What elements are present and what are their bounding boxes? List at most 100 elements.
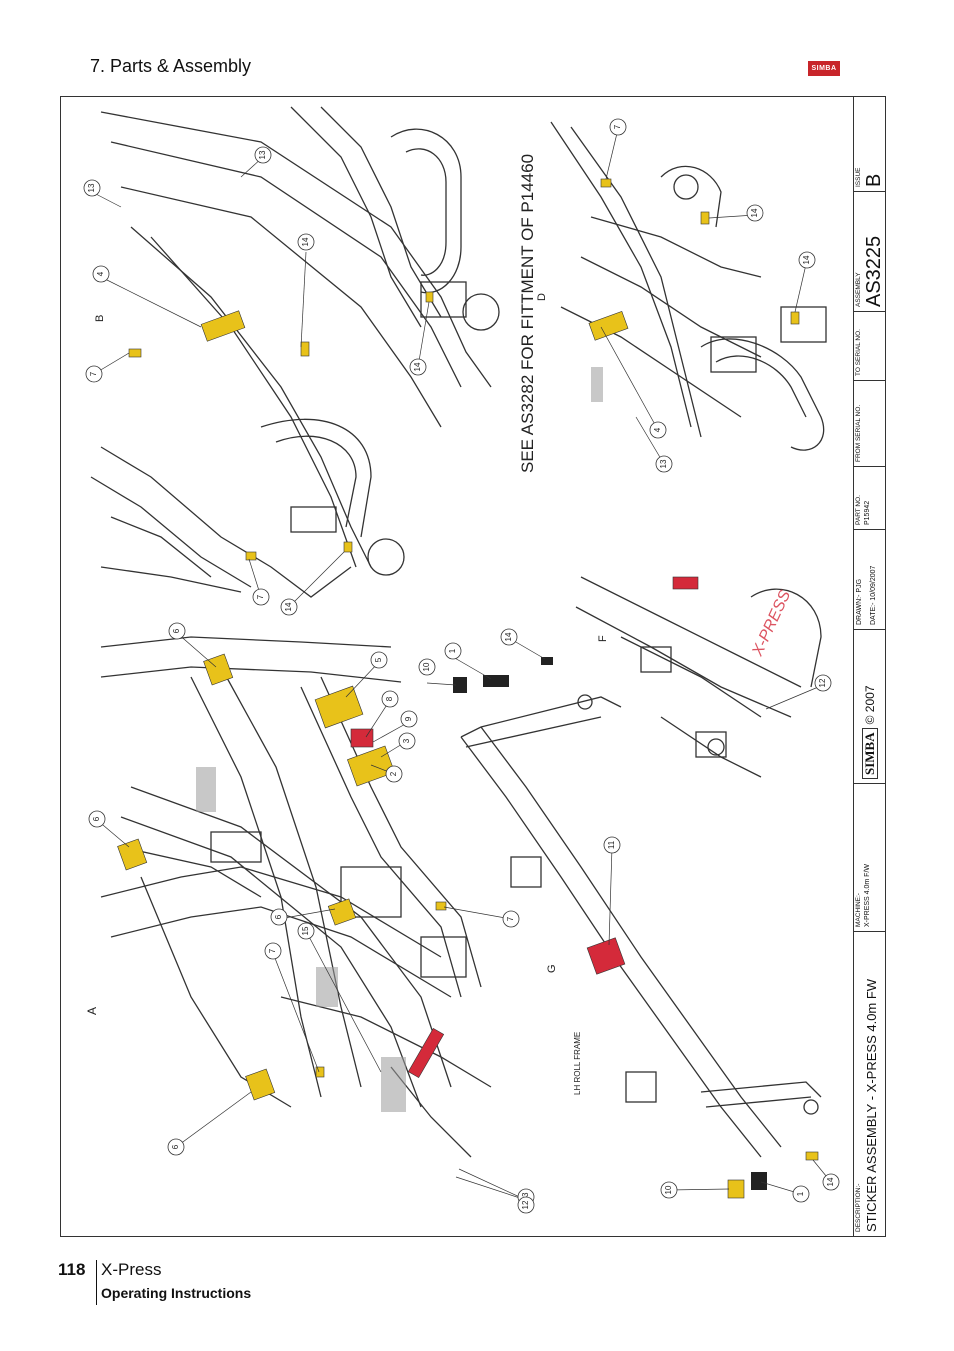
callout-circle bbox=[517, 1196, 535, 1214]
issue-value: B bbox=[863, 173, 885, 187]
callout-number: 14 bbox=[301, 237, 310, 246]
callout-circle bbox=[409, 358, 427, 376]
callout-number: 10 bbox=[664, 1185, 673, 1194]
copyright: © 2007 bbox=[863, 685, 877, 725]
callout-circle bbox=[385, 765, 403, 783]
callout-number: 14 bbox=[504, 632, 513, 641]
callout-number: 14 bbox=[802, 255, 811, 264]
callout-group: 1313471414714714144136510189326141176157… bbox=[83, 118, 840, 1214]
callout-circle bbox=[297, 922, 315, 940]
callout-circle bbox=[400, 710, 418, 728]
callout-number: 6 bbox=[171, 1144, 180, 1149]
callout-number: 7 bbox=[268, 948, 277, 953]
callout-circle bbox=[280, 598, 298, 616]
machine-value: X-PRESS 4.0m F/W bbox=[864, 863, 871, 927]
callout-number: 3 bbox=[402, 738, 411, 743]
callout-number: 12 bbox=[521, 1200, 530, 1209]
view-label-a: A bbox=[85, 1007, 99, 1015]
callout-circle bbox=[798, 251, 816, 269]
callout-circle bbox=[83, 179, 101, 197]
to-serial-cell: TO SERIAL NO. bbox=[854, 311, 886, 380]
callout-number: 8 bbox=[385, 696, 394, 701]
date-label: DATE:- bbox=[870, 602, 877, 625]
callout-circle bbox=[822, 1173, 840, 1191]
part-no-value: P15942 bbox=[864, 500, 871, 525]
description-value: STICKER ASSEMBLY - X-PRESS 4.0m FW bbox=[864, 978, 879, 1232]
callout-number: 13 bbox=[87, 183, 96, 192]
callout-number: 6 bbox=[172, 628, 181, 633]
title-block: DESCRIPTION:- STICKER ASSEMBLY - X-PRESS… bbox=[853, 97, 886, 1236]
callout-number: 9 bbox=[404, 716, 413, 721]
callout-number: 14 bbox=[750, 208, 759, 217]
callout-number: 14 bbox=[826, 1177, 835, 1186]
machine-cell: MACHINE:- X-PRESS 4.0m F/W bbox=[854, 783, 886, 931]
part-no-label: PART NO. bbox=[855, 495, 862, 525]
callout-number: 4 bbox=[653, 427, 662, 432]
xpress-decal-text: X-PRESS bbox=[749, 588, 795, 660]
exploded-parts-drawing: 1313471414714714144136510189326141176157… bbox=[83, 106, 840, 1214]
from-serial-label: FROM SERIAL NO. bbox=[855, 404, 862, 462]
callout-circle bbox=[88, 810, 106, 828]
issue-label: ISSUE bbox=[855, 167, 862, 187]
simba-logo: SIMBA bbox=[808, 61, 840, 76]
part-no-cell: PART NO. P15942 bbox=[854, 466, 886, 529]
callout-number: 6 bbox=[274, 914, 283, 919]
machine-label: MACHINE:- bbox=[855, 893, 862, 927]
lh-roll-frame-label: LH ROLL FRAME bbox=[573, 1032, 582, 1095]
callout-circle bbox=[814, 674, 832, 692]
callout-number: 7 bbox=[256, 594, 265, 599]
callout-number: 12 bbox=[818, 678, 827, 687]
assembly-value: AS3225 bbox=[863, 235, 885, 307]
callout-number: 4 bbox=[96, 271, 105, 276]
callout-circle bbox=[660, 1181, 678, 1199]
callout-circle bbox=[85, 365, 103, 383]
callout-circle bbox=[609, 118, 627, 136]
callout-circle bbox=[92, 265, 110, 283]
issue-cell: ISSUE B bbox=[854, 97, 886, 191]
callout-number: 7 bbox=[89, 371, 98, 376]
callout-circle bbox=[792, 1185, 810, 1203]
callout-circle bbox=[264, 942, 282, 960]
simba-title-logo: SIMBA bbox=[862, 728, 878, 779]
callout-number: 1 bbox=[448, 648, 457, 653]
callout-circle bbox=[381, 690, 399, 708]
assembly-cell: ASSEMBLY AS3225 bbox=[854, 191, 886, 311]
callout-number: 10 bbox=[422, 662, 431, 671]
callout-circle bbox=[168, 622, 186, 640]
view-label-b: B bbox=[94, 315, 106, 322]
from-serial-cell: FROM SERIAL NO. bbox=[854, 380, 886, 466]
callout-number: 6 bbox=[92, 816, 101, 821]
callout-circle bbox=[254, 146, 272, 164]
callout-circle bbox=[297, 233, 315, 251]
view-label-f: F bbox=[597, 635, 609, 642]
date-value: 10/09/2007 bbox=[870, 565, 877, 601]
callout-number: 7 bbox=[613, 124, 622, 129]
callout-circle bbox=[500, 628, 518, 646]
callout-circle bbox=[603, 836, 621, 854]
callout-number: 11 bbox=[607, 840, 616, 849]
description-label: DESCRIPTION:- bbox=[855, 1183, 862, 1232]
page-header-title: 7. Parts & Assembly bbox=[90, 56, 252, 76]
footer-divider bbox=[96, 1260, 97, 1305]
callout-number: 1 bbox=[796, 1191, 805, 1196]
view-label-d: D bbox=[536, 293, 548, 301]
description-cell: DESCRIPTION:- STICKER ASSEMBLY - X-PRESS… bbox=[854, 931, 886, 1236]
callout-circle bbox=[252, 588, 270, 606]
drawn-value: PJG bbox=[856, 578, 863, 593]
callout-number: 14 bbox=[413, 362, 422, 371]
callout-circle bbox=[502, 910, 520, 928]
callout-circle bbox=[418, 658, 436, 676]
assembly-label: ASSEMBLY bbox=[855, 272, 862, 307]
footer-subtitle: Operating Instructions bbox=[101, 1285, 252, 1301]
callout-number: 15 bbox=[301, 926, 310, 935]
callout-circle bbox=[398, 732, 416, 750]
callout-circle bbox=[746, 204, 764, 222]
footer-product: X-Press bbox=[101, 1260, 162, 1279]
logo-cell: SIMBA © 2007 bbox=[854, 629, 886, 783]
callout-circle bbox=[655, 455, 673, 473]
drawn-label: DRAWN:- bbox=[856, 594, 863, 625]
page-number: 118 bbox=[58, 1260, 86, 1279]
callout-number: 2 bbox=[389, 771, 398, 776]
callout-number: 7 bbox=[506, 916, 515, 921]
callout-circle bbox=[370, 651, 388, 669]
